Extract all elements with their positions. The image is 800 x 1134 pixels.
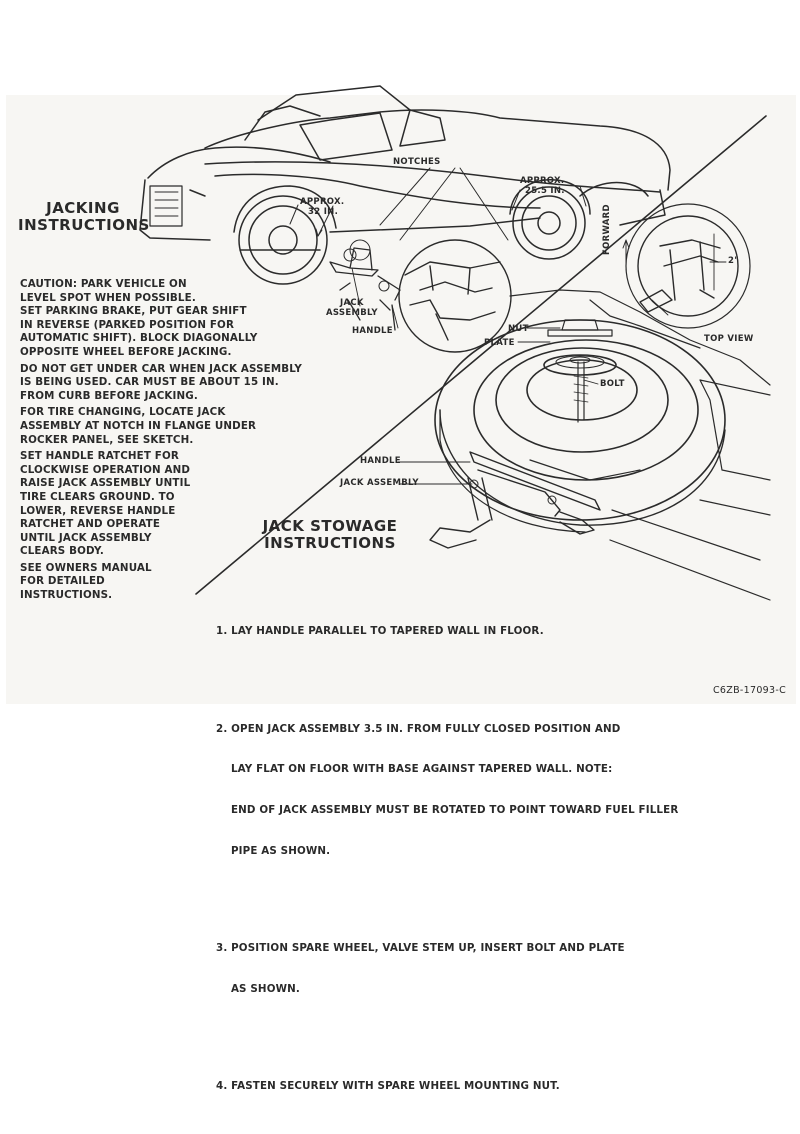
jacking-paragraph-1: CAUTION: PARK VEHICLE ON LEVEL SPOT WHEN… bbox=[20, 278, 302, 360]
plate-label: PLATE bbox=[484, 338, 515, 348]
notches-label: NOTCHES bbox=[393, 157, 441, 167]
part-number: C6ZB-17093-C bbox=[713, 685, 787, 696]
car-illustration bbox=[139, 85, 671, 285]
text-line: ROCKER PANEL, SEE SKETCH. bbox=[20, 433, 194, 446]
handle-top-label: HANDLE bbox=[352, 326, 393, 336]
jacking-paragraph-3: FOR TIRE CHANGING, LOCATE JACK ASSEMBLY … bbox=[20, 406, 302, 447]
text-line: ASSEMBLY bbox=[326, 308, 378, 318]
text-line: ASSEMBLY AT NOTCH IN FLANGE UNDER bbox=[20, 419, 257, 432]
text-line: END OF JACK ASSEMBLY MUST BE ROTATED TO … bbox=[216, 804, 679, 817]
stowage-heading-line2: INSTRUCTIONS bbox=[264, 534, 396, 552]
text-line: AS SHOWN. bbox=[216, 982, 300, 995]
text-line: IN REVERSE (PARKED POSITION FOR bbox=[20, 318, 235, 331]
top-view-label: TOP VIEW bbox=[704, 334, 754, 344]
approx-front-label: APPROX. 32 IN. bbox=[300, 197, 344, 217]
jack-under-car bbox=[329, 239, 401, 331]
stowage-steps: 1. LAY HANDLE PARALLEL TO TAPERED WALL I… bbox=[216, 571, 678, 1134]
text-line: OPPOSITE WHEEL BEFORE JACKING. bbox=[20, 345, 232, 358]
bolt-label: BOLT bbox=[600, 379, 625, 389]
text-line: FOR TIRE CHANGING, LOCATE JACK bbox=[20, 406, 226, 419]
approx-rear-label: APPROX. 25.5 IN. bbox=[520, 176, 565, 196]
leader-lines bbox=[351, 267, 599, 485]
stowage-step-4: 4. FASTEN SECURELY WITH SPARE WHEEL MOUN… bbox=[216, 1053, 678, 1121]
jacking-paragraph-5: SEE OWNERS MANUAL FOR DETAILED INSTRUCTI… bbox=[20, 562, 302, 603]
dimension-lines bbox=[289, 167, 587, 241]
jacking-heading-line2: INSTRUCTIONS bbox=[18, 216, 150, 234]
two-inch-label: 2" bbox=[728, 256, 739, 266]
text-line: SET PARKING BRAKE, PUT GEAR SHIFT bbox=[20, 305, 247, 318]
text-line: RATCHET AND OPERATE bbox=[20, 518, 160, 531]
text-line: APPROX. bbox=[520, 176, 565, 186]
notch-detail bbox=[398, 239, 512, 353]
text-line: RAISE JACK ASSEMBLY UNTIL bbox=[20, 477, 191, 490]
text-line: 2. OPEN JACK ASSEMBLY 3.5 IN. FROM FULLY… bbox=[216, 722, 621, 735]
text-line: SET HANDLE RATCHET FOR bbox=[20, 450, 179, 463]
jacking-paragraph-4: SET HANDLE RATCHET FOR CLOCKWISE OPERATI… bbox=[20, 450, 302, 559]
stowage-heading: JACK STOWAGE INSTRUCTIONS bbox=[250, 518, 410, 552]
jacking-paragraph-2: DO NOT GET UNDER CAR WHEN JACK ASSEMBLY … bbox=[20, 363, 302, 404]
line-art bbox=[139, 85, 771, 601]
jacking-heading-line1: JACKING bbox=[46, 199, 120, 217]
text-line: FOR DETAILED bbox=[20, 575, 105, 588]
jack-assembly-bottom-label: JACK ASSEMBLY bbox=[340, 478, 419, 488]
stowed-jack-illustration bbox=[429, 451, 601, 549]
stowage-step-2: 2. OPEN JACK ASSEMBLY 3.5 IN. FROM FULLY… bbox=[216, 695, 678, 885]
handle-bottom-label: HANDLE bbox=[360, 456, 401, 466]
jacking-body: CAUTION: PARK VEHICLE ON LEVEL SPOT WHEN… bbox=[20, 278, 302, 603]
text-line: CLEARS BODY. bbox=[20, 545, 104, 558]
text-line: APPROX. bbox=[300, 197, 345, 207]
text-line: CLOCKWISE OPERATION AND bbox=[20, 463, 191, 476]
text-line: CAUTION: PARK VEHICLE ON bbox=[20, 278, 187, 290]
text-line: 32 IN. bbox=[308, 207, 339, 217]
text-line: JACK bbox=[340, 298, 364, 308]
stowage-step-3: 3. POSITION SPARE WHEEL, VALVE STEM UP, … bbox=[216, 915, 678, 1024]
text-line: 25.5 IN. bbox=[525, 186, 565, 196]
text-line: AUTOMATIC SHIFT). BLOCK DIAGONALLY bbox=[20, 332, 258, 345]
text-line: INSTRUCTIONS. bbox=[20, 589, 113, 602]
text-line: PIPE AS SHOWN. bbox=[216, 844, 331, 857]
jack-assembly-top-label: JACK ASSEMBLY bbox=[326, 298, 378, 318]
text-line: IS BEING USED. CAR MUST BE ABOUT 15 IN. bbox=[20, 376, 279, 389]
stowage-step-1: 1. LAY HANDLE PARALLEL TO TAPERED WALL I… bbox=[216, 598, 678, 666]
text-line: DO NOT GET UNDER CAR WHEN JACK ASSEMBLY bbox=[20, 362, 302, 375]
text-line: 3. POSITION SPARE WHEEL, VALVE STEM UP, … bbox=[216, 942, 625, 955]
text-line: LAY FLAT ON FLOOR WITH BASE AGAINST TAPE… bbox=[216, 763, 613, 776]
text-line: TIRE CLEARS GROUND. TO bbox=[20, 490, 175, 503]
stowage-heading-line1: JACK STOWAGE bbox=[262, 517, 398, 535]
text-line: 4. FASTEN SECURELY WITH SPARE WHEEL MOUN… bbox=[216, 1079, 560, 1092]
nut-label: NUT bbox=[508, 324, 529, 334]
spare-wheel-illustration bbox=[434, 289, 771, 601]
text-line: 1. LAY HANDLE PARALLEL TO TAPERED WALL I… bbox=[216, 625, 544, 638]
diagonal-divider bbox=[195, 115, 767, 595]
text-line: UNTIL JACK ASSEMBLY bbox=[20, 531, 152, 544]
top-view-detail bbox=[622, 203, 751, 329]
text-line: SEE OWNERS MANUAL bbox=[20, 561, 152, 574]
jacking-heading: JACKING INSTRUCTIONS bbox=[18, 199, 150, 234]
forward-label: FORWARD bbox=[602, 204, 612, 255]
text-line: FROM CURB BEFORE JACKING. bbox=[20, 389, 198, 402]
text-line: LOWER, REVERSE HANDLE bbox=[20, 504, 176, 517]
instruction-decal bbox=[6, 95, 796, 704]
text-line: LEVEL SPOT WHEN POSSIBLE. bbox=[20, 291, 196, 304]
